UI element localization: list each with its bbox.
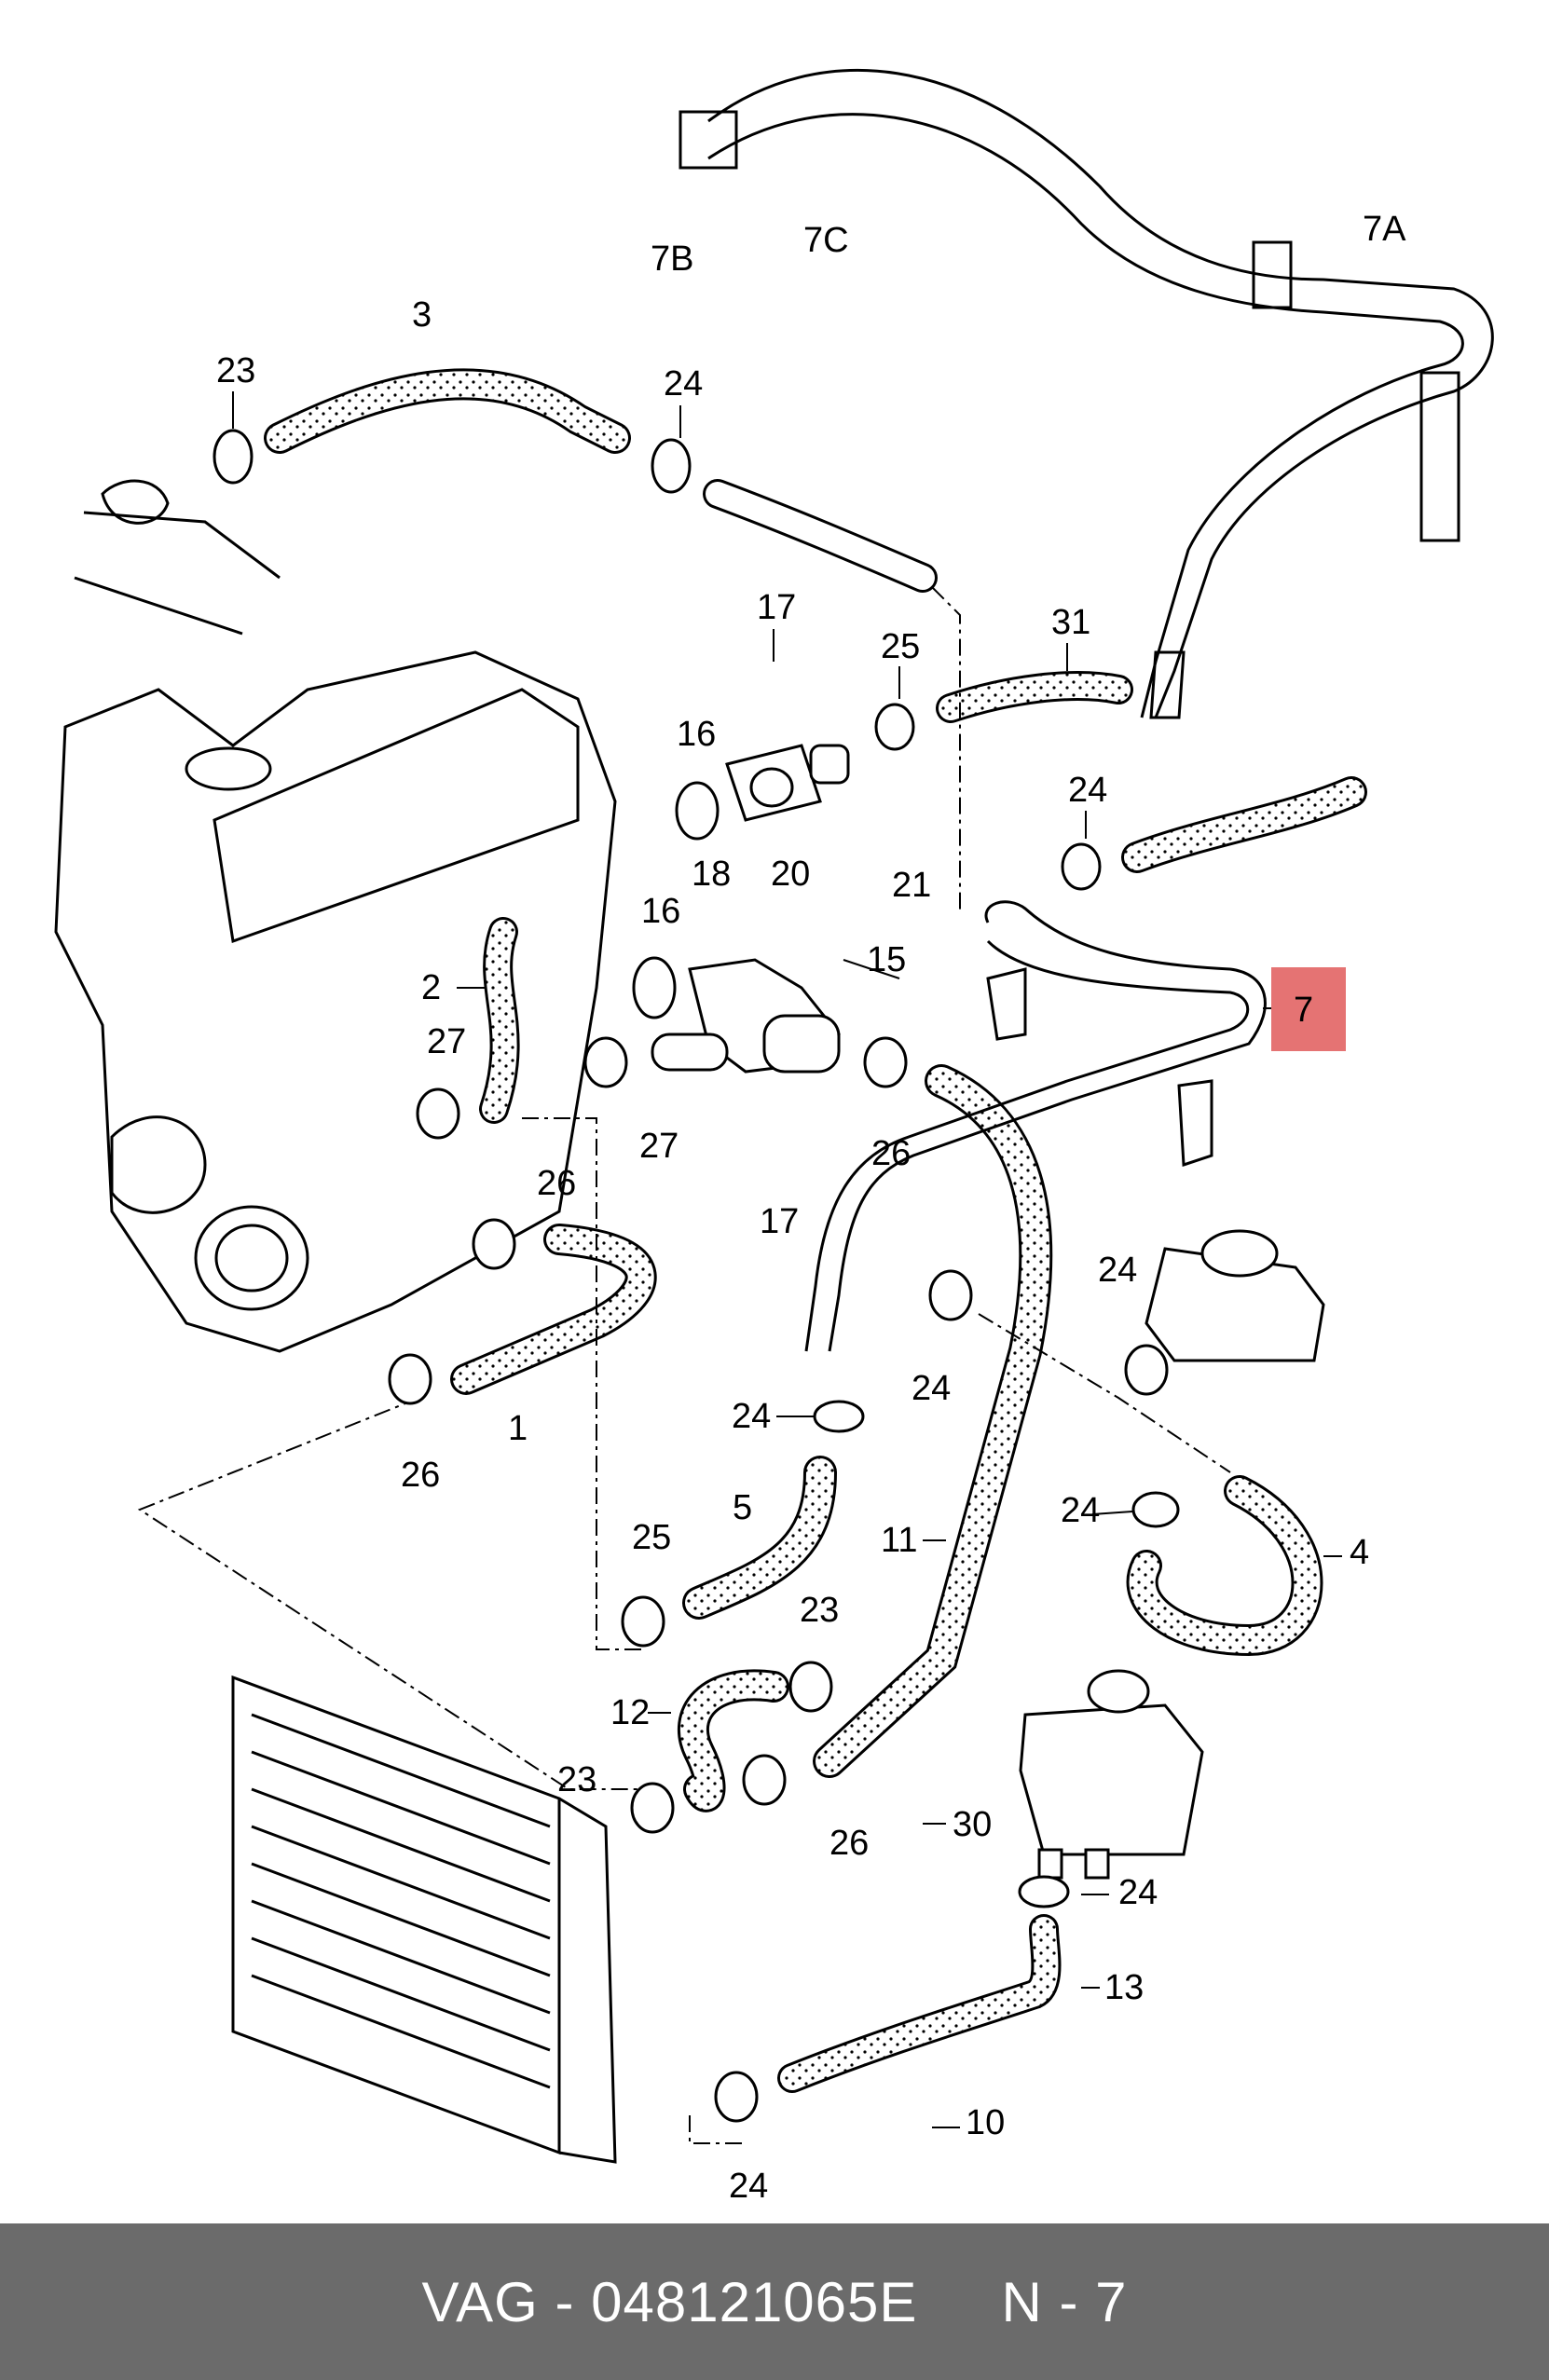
expansion-tank [1145, 1229, 1325, 1362]
callout-23c: 23 [557, 1760, 596, 1799]
callout-30: 30 [953, 1805, 992, 1844]
hose-12 [678, 1669, 789, 1812]
footer-part-number: VAG - 048121065E [421, 2270, 918, 2333]
pipe-7 [804, 900, 1267, 1352]
hose-right-upper [1121, 776, 1367, 873]
callout-24a: 24 [664, 364, 703, 404]
thermostat-housing [632, 956, 841, 1074]
callout-11: 11 [881, 1521, 917, 1560]
callout-24e: 24 [732, 1397, 771, 1436]
callout-24f: 24 [1061, 1491, 1100, 1530]
callout-ticks [232, 391, 1342, 2128]
callout-26d: 26 [829, 1824, 869, 1863]
callout-13: 13 [1104, 1968, 1144, 2007]
coolant-hose-diagram: 1 2 3 4 5 7A 7B 7C 10 11 12 13 15 16 16 … [54, 68, 1494, 2206]
engine-block [54, 479, 617, 1353]
callout-26c: 26 [401, 1456, 440, 1495]
footer-bar: VAG - 048121065E N - 7 [0, 2223, 1549, 2380]
callout-7b: 7B [651, 239, 693, 279]
callout-21: 21 [892, 866, 931, 905]
hose-3 [264, 368, 631, 454]
leader-lines [137, 586, 1231, 2144]
callout-4: 4 [1350, 1533, 1369, 1572]
callout-25b: 25 [632, 1518, 671, 1557]
callout-3: 3 [412, 295, 432, 335]
callout-5: 5 [733, 1488, 752, 1527]
hose-5 [682, 1456, 837, 1620]
callout-1: 1 [508, 1409, 528, 1448]
callout-31: 31 [1051, 603, 1090, 642]
callout-20: 20 [771, 855, 810, 894]
hose-upper-24 [703, 479, 938, 593]
callout-2: 2 [421, 968, 441, 1007]
pipe-7a [679, 68, 1494, 719]
callout-17a: 17 [757, 588, 796, 627]
callout-24h: 24 [729, 2167, 768, 2206]
callout-labels: 1 2 3 4 5 7A 7B 7C 10 11 12 13 15 16 16 … [216, 210, 1406, 2206]
hose-1 [450, 1224, 657, 1395]
clamps [212, 429, 1180, 2123]
reservoir-lower [1019, 1669, 1204, 1880]
callout-23b: 23 [800, 1591, 839, 1630]
callout-27b: 27 [639, 1127, 679, 1166]
hose-13 [777, 1914, 1062, 2093]
callout-15: 15 [867, 940, 906, 979]
highlight-box [1271, 967, 1346, 1051]
callout-7c: 7C [803, 221, 849, 260]
hose-4 [1126, 1475, 1323, 1657]
callout-23a: 23 [216, 351, 255, 390]
callout-10: 10 [966, 2103, 1005, 2142]
callout-16a: 16 [677, 715, 716, 754]
callout-16b: 16 [641, 892, 680, 931]
flange-20 [675, 744, 850, 841]
callout-24b: 24 [1068, 771, 1107, 810]
callout-25a: 25 [881, 627, 920, 666]
hose-2 [479, 917, 520, 1124]
radiator [231, 1675, 617, 2164]
callout-7: 7 [1294, 991, 1313, 1030]
callout-24d: 24 [912, 1369, 951, 1408]
callout-27a: 27 [427, 1022, 466, 1061]
callout-26b: 26 [537, 1164, 576, 1203]
callout-18: 18 [692, 855, 731, 894]
callout-24g: 24 [1118, 1873, 1158, 1912]
hose-31 [936, 671, 1133, 723]
callout-12: 12 [610, 1693, 650, 1732]
callout-17b: 17 [760, 1202, 799, 1241]
callout-24c: 24 [1098, 1251, 1137, 1290]
footer-position: N - 7 [1001, 2270, 1128, 2333]
callout-26a: 26 [871, 1134, 911, 1173]
callout-7a: 7A [1363, 210, 1406, 249]
highlight-callout-7: 7 [1271, 967, 1346, 1051]
hose-11 [813, 1064, 1053, 1778]
